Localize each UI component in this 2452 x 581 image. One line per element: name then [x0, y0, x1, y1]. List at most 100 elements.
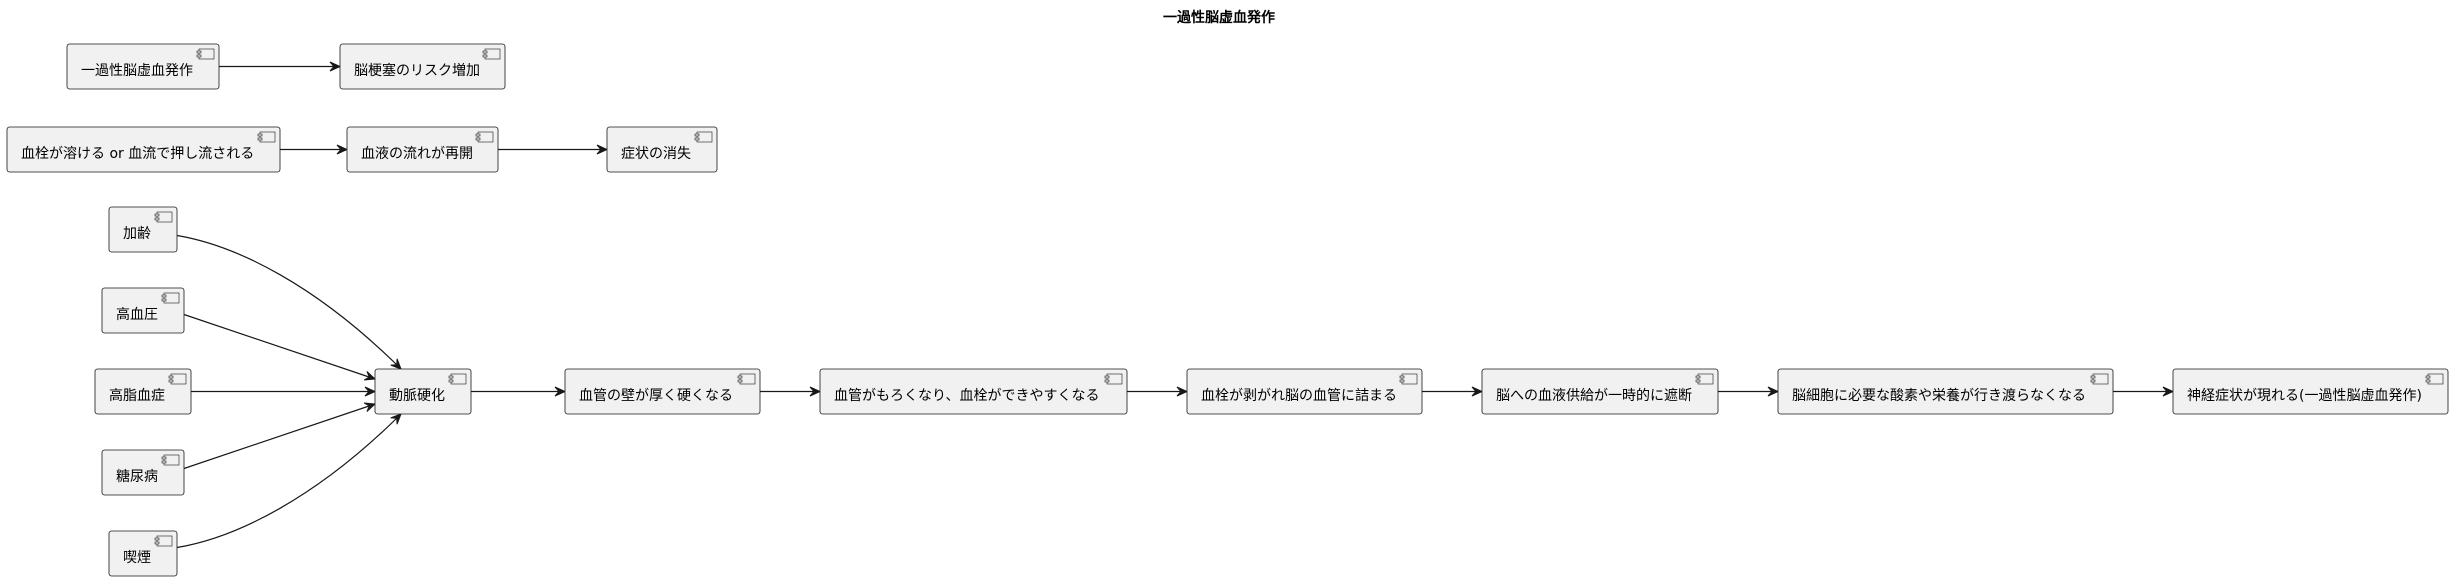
component-icon — [1104, 373, 1123, 385]
node-box — [606, 126, 718, 173]
node-box — [339, 43, 506, 90]
node-smoking: 喫煙 — [108, 530, 178, 577]
node-symptoms-label: 神経症状が現れる(一過性脳虚血発作) — [2187, 388, 2422, 404]
arrowhead — [2162, 386, 2175, 397]
component-icon — [694, 131, 713, 143]
node-smoking-label: 喫煙 — [123, 550, 151, 566]
node-box — [819, 368, 1128, 415]
arrowhead — [364, 386, 377, 397]
edge-diabetes-to-arteriosclerosis — [183, 402, 377, 470]
node-reflow: 血液の流れが再開 — [346, 126, 499, 173]
arrowhead — [329, 61, 342, 72]
edge-line — [176, 234, 402, 370]
node-oxygen: 脳細胞に必要な酸素や栄養が行き渡らなくなる — [1777, 368, 2114, 415]
arrowhead — [809, 386, 822, 397]
node-box — [66, 43, 220, 90]
node-wall-label: 血管の壁が厚く硬くなる — [579, 388, 733, 404]
component-icon — [161, 454, 180, 466]
arrowhead — [390, 358, 402, 370]
edge-line — [176, 413, 402, 549]
component-icon — [161, 292, 180, 304]
node-resolve: 症状の消失 — [606, 126, 718, 173]
node-clot-label: 血栓が剥がれ脳の血管に詰まる — [1201, 388, 1397, 404]
node-diabetes: 糖尿病 — [101, 449, 185, 496]
edge-clot-to-block — [1422, 386, 1484, 397]
edge-smoking-to-arteriosclerosis — [176, 413, 402, 549]
node-clot: 血栓が剥がれ脳の血管に詰まる — [1186, 368, 1423, 415]
arrowhead — [363, 402, 377, 412]
edge-dissolve-to-reflow — [280, 144, 349, 155]
component-icon — [1695, 373, 1714, 385]
edge-wall-to-fragile — [760, 386, 822, 397]
edge-line — [183, 403, 376, 470]
node-wall: 血管の壁が厚く硬くなる — [564, 368, 761, 415]
node-box — [2172, 368, 2449, 415]
node-tia-label: 一過性脳虚血発作 — [81, 63, 193, 79]
node-box — [564, 368, 761, 415]
node-diabetes-label: 糖尿病 — [116, 469, 158, 485]
component-icon — [1399, 373, 1418, 385]
arrowhead — [1471, 386, 1484, 397]
arrowhead — [554, 386, 567, 397]
node-aging-label: 加齢 — [123, 226, 151, 242]
component-icon — [2090, 373, 2109, 385]
node-oxygen-label: 脳細胞に必要な酸素や栄養が行き渡らなくなる — [1792, 387, 2086, 404]
edge-arteriosclerosis-to-wall — [471, 386, 567, 397]
node-dyslipidemia-label: 高脂血症 — [109, 387, 165, 404]
component-icon — [168, 373, 187, 385]
node-fragile-label: 血管がもろくなり、血栓ができやすくなる — [834, 388, 1099, 404]
edge-dyslipidemia-to-arteriosclerosis — [191, 386, 377, 397]
node-box — [1186, 368, 1423, 415]
node-box — [1481, 368, 1719, 415]
node-stroke-risk-label: 脳梗塞のリスク増加 — [354, 62, 480, 79]
node-stroke-risk: 脳梗塞のリスク増加 — [339, 43, 506, 90]
arrowhead — [596, 144, 609, 155]
node-box — [94, 368, 192, 415]
component-icon — [154, 535, 173, 547]
component-icon — [154, 211, 173, 223]
edges — [176, 61, 2175, 549]
component-icon — [482, 48, 501, 60]
node-hypertension: 高血圧 — [101, 287, 185, 334]
node-dissolve: 血栓が溶ける or 血流で押し流される — [6, 126, 281, 173]
node-reflow-label: 血液の流れが再開 — [361, 146, 473, 162]
arrowhead — [363, 371, 377, 381]
arrowhead — [390, 413, 402, 425]
node-arteriosclerosis: 動脈硬化 — [374, 368, 472, 415]
node-box — [6, 126, 281, 173]
node-hypertension-label: 高血圧 — [116, 306, 158, 323]
node-block: 脳への血液供給が一時的に遮断 — [1481, 368, 1719, 415]
edge-oxygen-to-symptoms — [2113, 386, 2175, 397]
node-block-label: 脳への血液供給が一時的に遮断 — [1496, 388, 1692, 404]
edge-reflow-to-resolve — [498, 144, 609, 155]
component-icon — [2425, 373, 2444, 385]
edge-aging-to-arteriosclerosis — [176, 234, 402, 370]
node-box — [1777, 368, 2114, 415]
nodes: 一過性脳虚血発作 脳梗塞のリスク増加 血栓が溶ける or 血流で押し流される 血… — [6, 43, 2449, 577]
node-symptoms: 神経症状が現れる(一過性脳虚血発作) — [2172, 368, 2449, 415]
node-dyslipidemia: 高脂血症 — [94, 368, 192, 415]
node-box — [346, 126, 499, 173]
diagram-title: 一過性脳虚血発作 — [1163, 9, 1275, 26]
component-icon — [475, 131, 494, 143]
node-resolve-label: 症状の消失 — [621, 146, 691, 162]
node-arteriosclerosis-label: 動脈硬化 — [389, 388, 445, 404]
node-box — [374, 368, 472, 415]
arrowhead — [1176, 386, 1189, 397]
component-icon — [257, 131, 276, 143]
component-icon — [737, 373, 756, 385]
edge-line — [183, 313, 376, 380]
node-fragile: 血管がもろくなり、血栓ができやすくなる — [819, 368, 1128, 415]
node-dissolve-label: 血栓が溶ける or 血流で押し流される — [21, 146, 254, 162]
component-icon — [196, 48, 215, 60]
arrowhead — [1767, 386, 1780, 397]
component-icon — [448, 373, 467, 385]
edge-fragile-to-clot — [1127, 386, 1189, 397]
edge-block-to-oxygen — [1718, 386, 1780, 397]
node-tia: 一過性脳虚血発作 — [66, 43, 220, 90]
arrowhead — [336, 144, 349, 155]
edge-tia-to-stroke-risk — [219, 61, 342, 72]
node-aging: 加齢 — [108, 206, 178, 253]
edge-hypertension-to-arteriosclerosis — [183, 313, 377, 381]
